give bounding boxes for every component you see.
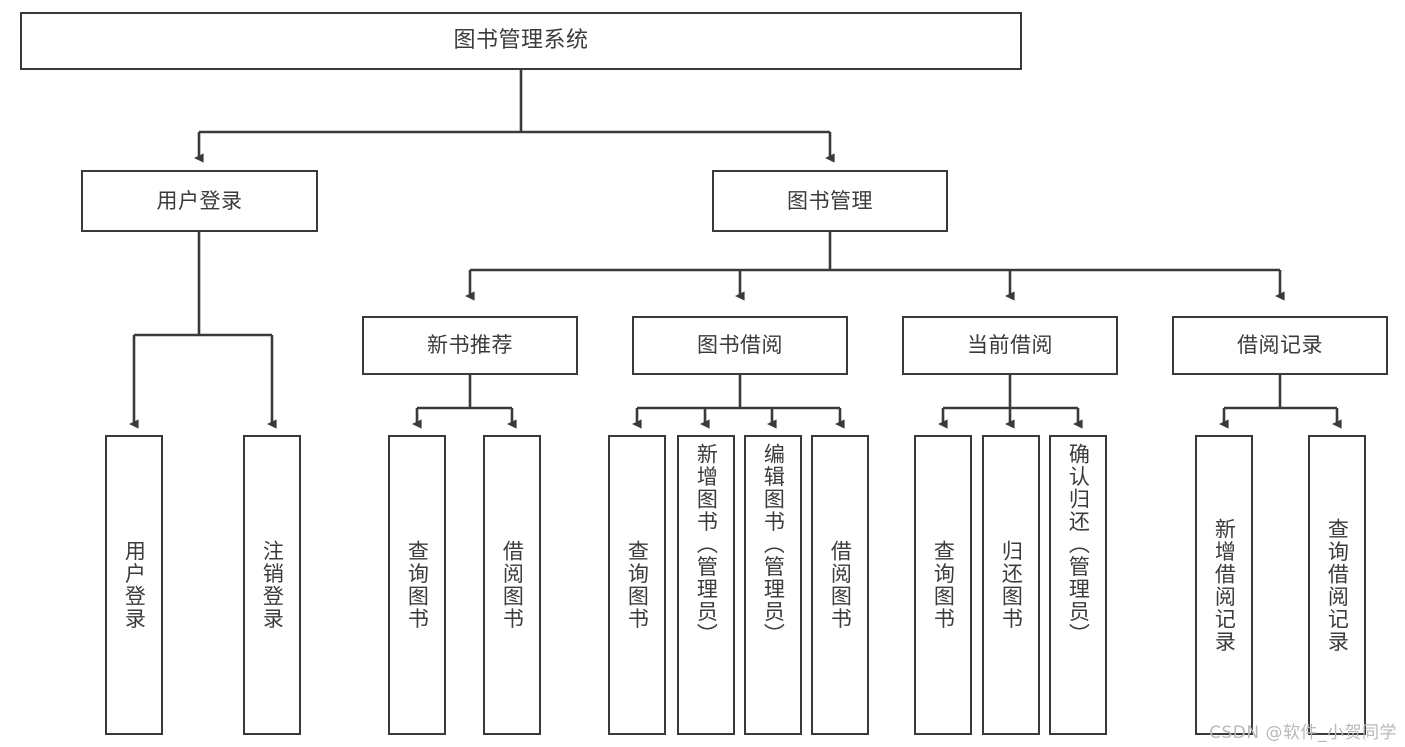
node-leaf-query-borrow-record[interactable]: 查询借阅记录 — [1308, 435, 1366, 735]
node-leaf-edit-book[interactable]: 编辑图书（管理员） — [744, 435, 802, 735]
node-leaf-confirm-return-label: 确认归还（管理员） — [1066, 443, 1091, 646]
node-leaf-borrow-book-1-label: 借阅图书 — [500, 540, 525, 630]
node-leaf-return-book[interactable]: 归还图书 — [982, 435, 1040, 735]
node-leaf-query-book-2-label: 查询图书 — [625, 540, 650, 630]
node-borrow-records[interactable]: 借阅记录 — [1172, 316, 1388, 375]
node-current-borrow[interactable]: 当前借阅 — [902, 316, 1118, 375]
node-leaf-borrow-book-2[interactable]: 借阅图书 — [811, 435, 869, 735]
node-leaf-query-book-1-label: 查询图书 — [405, 540, 430, 630]
node-root[interactable]: 图书管理系统 — [20, 12, 1022, 70]
node-leaf-logout-label: 注销登录 — [260, 540, 285, 630]
csdn-watermark: CSDN @软件_小贺同学 — [1209, 723, 1397, 743]
node-leaf-user-login[interactable]: 用户登录 — [105, 435, 163, 735]
node-leaf-edit-book-label: 编辑图书（管理员） — [761, 443, 786, 646]
node-current-borrow-label: 当前借阅 — [967, 333, 1053, 358]
node-leaf-query-book-1[interactable]: 查询图书 — [388, 435, 446, 735]
node-leaf-confirm-return[interactable]: 确认归还（管理员） — [1049, 435, 1107, 735]
node-leaf-return-book-label: 归还图书 — [999, 540, 1024, 630]
node-user-login-label: 用户登录 — [156, 188, 243, 213]
node-leaf-add-borrow-record[interactable]: 新增借阅记录 — [1195, 435, 1253, 735]
node-leaf-query-book-2[interactable]: 查询图书 — [608, 435, 666, 735]
node-root-label: 图书管理系统 — [453, 28, 589, 54]
node-leaf-logout[interactable]: 注销登录 — [243, 435, 301, 735]
node-leaf-borrow-book-2-label: 借阅图书 — [828, 540, 853, 630]
node-leaf-query-book-3[interactable]: 查询图书 — [914, 435, 972, 735]
node-user-login[interactable]: 用户登录 — [81, 170, 318, 232]
node-new-book-recommend-label: 新书推荐 — [427, 333, 513, 358]
node-book-borrow[interactable]: 图书借阅 — [632, 316, 848, 375]
node-borrow-records-label: 借阅记录 — [1237, 333, 1323, 358]
node-book-management-label: 图书管理 — [787, 188, 873, 213]
node-new-book-recommend[interactable]: 新书推荐 — [362, 316, 578, 375]
node-leaf-user-login-label: 用户登录 — [122, 540, 147, 630]
node-leaf-add-borrow-record-label: 新增借阅记录 — [1212, 517, 1237, 653]
node-book-management[interactable]: 图书管理 — [712, 170, 948, 232]
node-book-borrow-label: 图书借阅 — [697, 333, 783, 358]
node-leaf-borrow-book-1[interactable]: 借阅图书 — [483, 435, 541, 735]
node-leaf-add-book[interactable]: 新增图书（管理员） — [677, 435, 735, 735]
node-leaf-add-book-label: 新增图书（管理员） — [694, 443, 719, 646]
node-leaf-query-book-3-label: 查询图书 — [931, 540, 956, 630]
node-leaf-query-borrow-record-label: 查询借阅记录 — [1325, 517, 1350, 653]
